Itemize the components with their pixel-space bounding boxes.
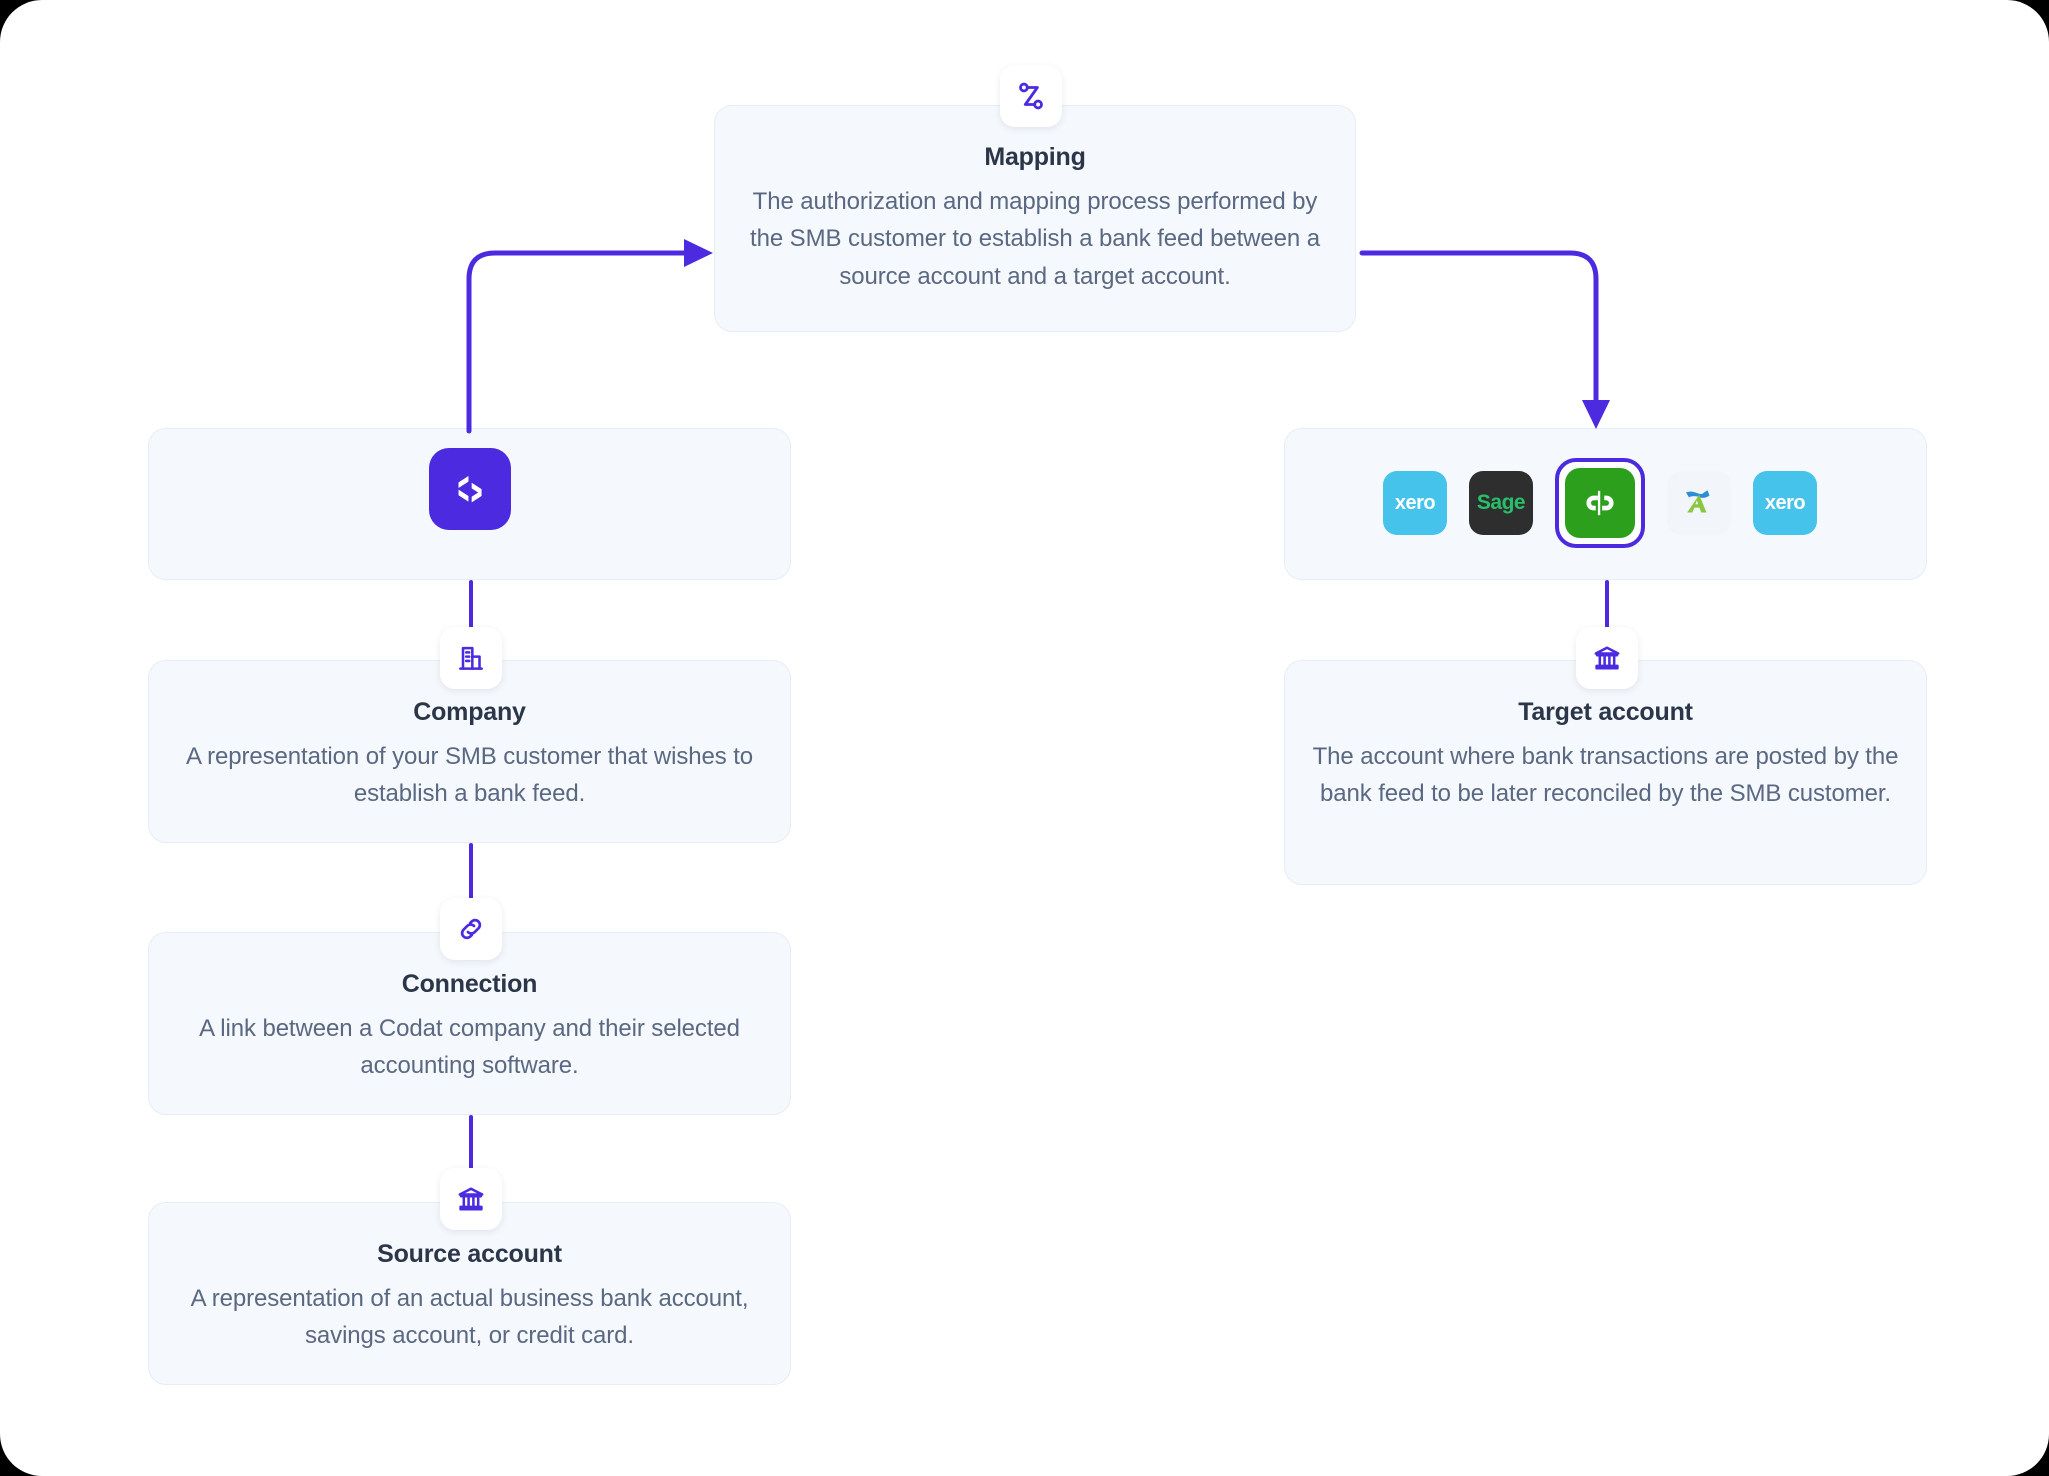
mapping-icon xyxy=(1014,79,1048,113)
connection-icon-badge xyxy=(440,898,502,960)
quickbooks-logo-icon xyxy=(1565,468,1635,538)
platform-logo-xero-2[interactable]: xero xyxy=(1753,471,1817,535)
xero-logo-icon: xero xyxy=(1764,491,1806,514)
mapping-icon-badge xyxy=(1000,65,1062,127)
connector-company-to-connection xyxy=(469,843,473,923)
source-account-icon-badge xyxy=(440,1168,502,1230)
mapping-card: Mapping The authorization and mapping pr… xyxy=(714,105,1356,332)
platform-logo-xero-1[interactable]: xero xyxy=(1383,471,1447,535)
company-card-description: A representation of your SMB customer th… xyxy=(185,743,754,808)
connector-codat-to-company xyxy=(469,580,473,660)
source-account-card-description: A representation of an actual business b… xyxy=(190,1285,749,1350)
target-account-card-title: Target account xyxy=(1518,698,1693,726)
connection-card: Connection A link between a Codat compan… xyxy=(148,932,791,1115)
connection-card-description: A link between a Codat company and their… xyxy=(199,1015,740,1080)
building-icon xyxy=(455,642,487,674)
company-card-title: Company xyxy=(413,698,526,726)
accounting-platforms-row: xero Sage xero xyxy=(1383,458,1817,548)
mapping-card-title: Mapping xyxy=(984,143,1086,171)
company-card: Company A representation of your SMB cus… xyxy=(148,660,791,843)
connector-codat-to-mapping xyxy=(466,239,713,434)
connection-card-title: Connection xyxy=(401,970,538,998)
platform-logo-freeagent[interactable] xyxy=(1667,471,1731,535)
target-account-card-description: The account where bank transactions are … xyxy=(1312,743,1899,808)
bank-icon xyxy=(455,1183,487,1215)
source-account-card-title: Source account xyxy=(377,1240,562,1268)
link-icon xyxy=(455,913,487,945)
connector-platforms-to-target-account xyxy=(1605,580,1609,660)
target-account-icon-badge xyxy=(1576,627,1638,689)
freeagent-logo-icon xyxy=(1677,479,1721,528)
connector-mapping-to-platforms xyxy=(1359,250,1610,429)
xero-logo-icon: xero xyxy=(1394,491,1436,514)
company-icon-badge xyxy=(440,627,502,689)
mapping-card-description: The authorization and mapping process pe… xyxy=(750,188,1320,290)
connector-connection-to-source-account xyxy=(469,1115,473,1195)
codat-logo-icon xyxy=(429,448,511,530)
platform-logo-sage[interactable]: Sage xyxy=(1469,471,1533,535)
sage-logo-icon: Sage xyxy=(1476,491,1526,514)
target-account-card: Target account The account where bank tr… xyxy=(1284,660,1927,885)
platform-logo-quickbooks-selected[interactable] xyxy=(1555,458,1645,548)
bank-icon xyxy=(1591,642,1623,674)
